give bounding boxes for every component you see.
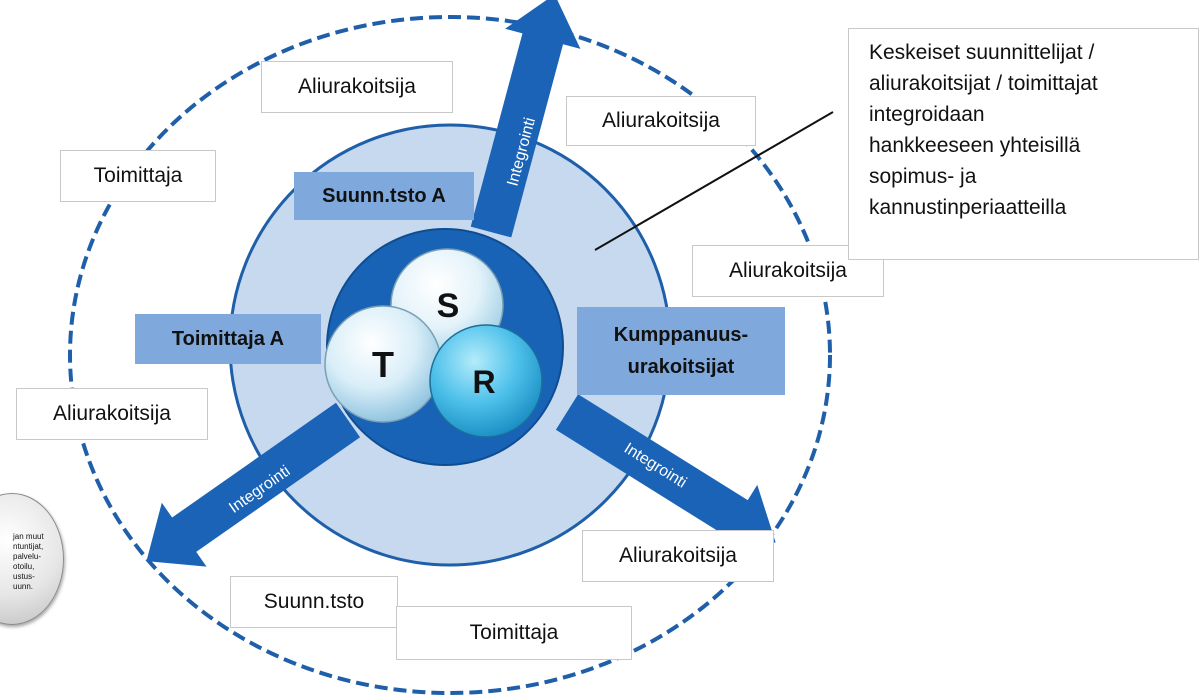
label-suunn-tsto-bottom: Suunn.tsto <box>230 576 398 628</box>
side-bubble-line: palvelu- <box>13 552 42 561</box>
callout-box: Keskeiset suunnittelijat / aliurakoitsij… <box>848 28 1199 260</box>
label-toimittaja-left: Toimittaja <box>60 150 216 202</box>
label-aliurakoitsija-right: Aliurakoitsija <box>692 245 884 297</box>
side-bubble-line: otoilu, <box>13 562 35 571</box>
circle-r-letter: R <box>472 364 495 400</box>
circle-t: T <box>324 305 442 423</box>
callout-line: kannustinperiaatteilla <box>869 196 1067 219</box>
circle-r: R <box>429 324 543 438</box>
label-suunn-tsto-a: Suunn.tsto A <box>294 172 474 220</box>
circle-t-letter: T <box>372 344 394 385</box>
outer-dashed-circle <box>68 15 832 695</box>
label-aliurakoitsija-top-right: Aliurakoitsija <box>566 96 756 146</box>
label-kumppanuusurakoitsijat: Kumppanuus- urakoitsijat <box>577 307 785 395</box>
label-aliurakoitsija-top: Aliurakoitsija <box>261 61 453 113</box>
side-bubble-line: ntuntijat, <box>13 542 44 551</box>
callout-line: aliurakoitsijat / toimittajat <box>869 72 1098 95</box>
label-kumppanuus-line1: Kumppanuus- <box>613 324 749 346</box>
label-toimittaja-bottom: Toimittaja <box>396 606 632 660</box>
label-aliurakoitsija-bottom-right: Aliurakoitsija <box>582 530 774 582</box>
callout-line: integroidaan <box>869 103 985 126</box>
label-kumppanuus-line2: urakoitsijat <box>627 356 735 378</box>
circle-s-letter: S <box>437 287 460 325</box>
callout-line: sopimus- ja <box>869 165 977 188</box>
label-aliurakoitsija-left: Aliurakoitsija <box>16 388 208 440</box>
callout-line: Keskeiset suunnittelijat / <box>869 41 1095 64</box>
side-bubble-line: jan muut <box>13 532 44 541</box>
side-bubble-line: ustus- <box>13 572 35 581</box>
side-bubble-line: uunn. <box>13 582 34 591</box>
label-toimittaja-a: Toimittaja A <box>135 314 321 364</box>
callout-connector-line <box>594 111 834 251</box>
callout-line: hankkeeseen yhteisillä <box>869 134 1081 157</box>
